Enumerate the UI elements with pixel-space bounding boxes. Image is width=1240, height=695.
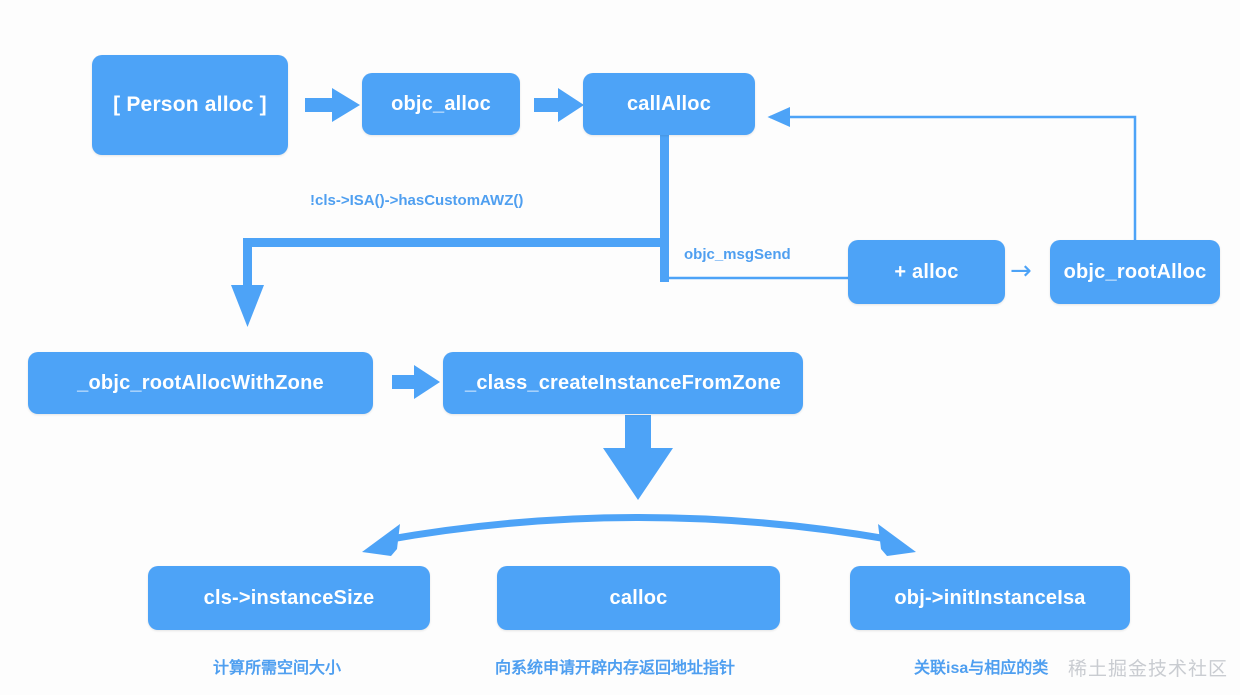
arrow-createinstance-down — [603, 415, 673, 500]
node-obj-init-instance-isa[interactable]: obj->initInstanceIsa — [850, 566, 1130, 630]
node-class-create-instance-from-zone[interactable]: _class_createInstanceFromZone — [443, 352, 803, 414]
arrow-person-to-objcalloc — [305, 88, 360, 122]
arrow-rootalloczone-to-createinstance — [392, 365, 440, 399]
node-plus-alloc[interactable]: + alloc — [848, 240, 1005, 304]
caption-instance-size: 计算所需空间大小 — [213, 660, 342, 677]
arrow-loop-rootalloc-to-callalloc — [767, 107, 1137, 240]
watermark: 稀土掘金技术社区 — [1068, 659, 1229, 680]
node-objc-root-alloc[interactable]: objc_rootAlloc — [1050, 240, 1220, 304]
arrow-branch-hascustomawz — [231, 238, 667, 327]
node-objc-root-alloc-with-zone[interactable]: _objc_rootAllocWithZone — [28, 352, 373, 414]
arrow-right-icon: → — [1010, 256, 1032, 286]
node-objc-alloc[interactable]: objc_alloc — [362, 73, 520, 135]
connector-callalloc-stem — [660, 135, 669, 282]
caption-calloc: 向系统申请开辟内存返回地址指针 — [495, 660, 736, 677]
edge-label-objc-msgsend: objc_msgSend — [684, 246, 791, 263]
node-person-alloc[interactable]: [ Person alloc ] — [92, 55, 288, 155]
edge-label-has-custom-awz: !cls->ISA()->hasCustomAWZ() — [310, 192, 524, 209]
arrow-fanout-arc — [362, 514, 916, 556]
caption-init-instance-isa: 关联isa与相应的类 — [914, 660, 1049, 677]
arrow-objcalloc-to-callalloc — [534, 88, 584, 122]
node-call-alloc[interactable]: callAlloc — [583, 73, 755, 135]
node-cls-instance-size[interactable]: cls->instanceSize — [148, 566, 430, 630]
node-calloc[interactable]: calloc — [497, 566, 780, 630]
